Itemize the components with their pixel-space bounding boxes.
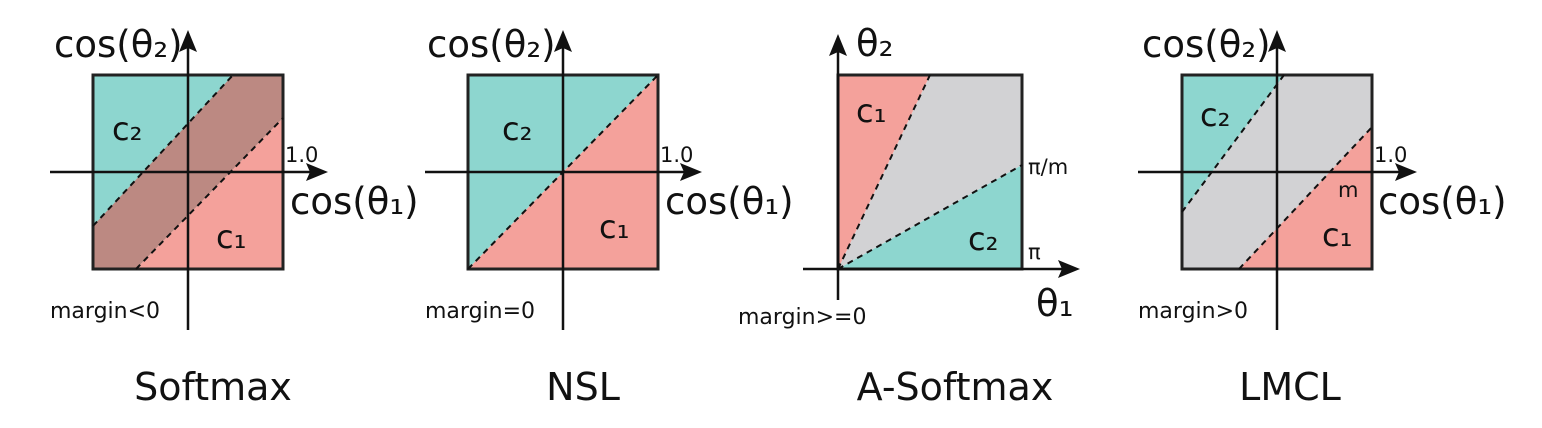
y-axis-label: cos(θ₂) (427, 23, 556, 66)
boundary-c2 (837, 164, 1023, 270)
panel-lmcl: cos(θ₂) cos(θ₁) 1.0 m c₂ c₁ margin>0 LMC… (1138, 23, 1507, 409)
y-axis-label: cos(θ₂) (1142, 23, 1271, 66)
panel-caption: A-Softmax (857, 365, 1054, 409)
tick-label-pi-over-m: π/m (1028, 155, 1068, 179)
y-axis-arrow (554, 30, 572, 52)
x-axis-label: cos(θ₁) (290, 180, 419, 223)
x-axis-arrow (1058, 260, 1080, 278)
boundary-c1 (135, 117, 284, 270)
y-axis-arrow (1268, 30, 1286, 52)
tick-label: 1.0 (1374, 143, 1407, 167)
boundary-c1 (837, 74, 931, 270)
boundary-c2 (92, 74, 234, 227)
x-axis-label: θ₁ (1036, 282, 1073, 325)
tick-label-pi: π (1028, 240, 1041, 264)
tick-label: 1.0 (285, 143, 318, 167)
margin-label: margin>0 (1138, 299, 1248, 324)
y-axis-label: θ₂ (856, 22, 893, 65)
panel-nsl: cos(θ₂) cos(θ₁) 1.0 c₂ c₁ margin=0 NSL (425, 23, 794, 409)
class-label-top: c₂ (1200, 96, 1230, 134)
margin-label: margin=0 (425, 299, 535, 324)
panel-caption: LMCL (1239, 365, 1341, 409)
panel-a-softmax: θ₂ θ₁ π/m π c₁ c₂ margin>=0 A-Softmax (738, 22, 1080, 409)
class-label-top: c₂ (502, 110, 532, 148)
x-axis-arrow (1395, 163, 1417, 181)
y-axis-arrow (829, 34, 847, 56)
region-c2 (1182, 75, 1284, 212)
x-axis-label: cos(θ₁) (1378, 180, 1507, 223)
tick-label: 1.0 (660, 143, 693, 167)
class-label-top: c₂ (112, 110, 142, 148)
x-axis-arrow (680, 163, 702, 181)
y-axis-arrow (179, 30, 197, 52)
margin-mark: m (1338, 178, 1358, 202)
margin-label: margin>=0 (738, 305, 866, 330)
class-label-bottom: c₁ (216, 218, 246, 256)
class-label-bottom: c₁ (1322, 216, 1352, 254)
panel-caption: NSL (546, 365, 620, 409)
class-label-bottom: c₁ (599, 208, 629, 246)
margin-label: margin<0 (50, 299, 160, 324)
region-gray (838, 75, 1022, 269)
panel-softmax: cos(θ₂) cos(θ₁) 1.0 c₂ c₁ margin<0 Softm… (50, 23, 419, 409)
class-label-top: c₁ (856, 92, 886, 130)
class-label-bottom: c₂ (968, 220, 998, 258)
x-axis-label: cos(θ₁) (665, 180, 794, 223)
panel-caption: Softmax (134, 365, 292, 409)
x-axis-arrow (306, 163, 328, 181)
y-axis-label: cos(θ₂) (54, 23, 183, 66)
region-c1 (838, 75, 930, 269)
